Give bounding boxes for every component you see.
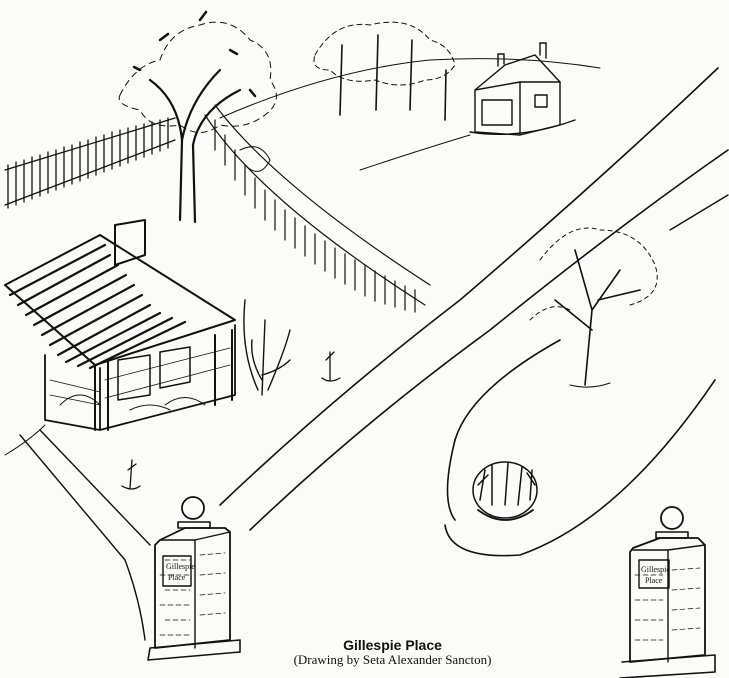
cottage-walls — [44, 324, 236, 431]
left-pillar-sign-line2: Place — [168, 573, 186, 582]
caption-credit: (Drawing by Seta Alexander Sancton) — [0, 652, 729, 668]
sapling-small — [321, 351, 341, 382]
road-left-edge — [219, 67, 719, 506]
tree-bare-right — [529, 227, 658, 388]
sapling-small-2 — [121, 459, 141, 490]
caption-title: Gillespie Place — [0, 637, 729, 653]
cottage-porch-columns — [94, 329, 233, 431]
cottage — [4, 219, 236, 431]
gate-pillar-left — [147, 496, 241, 661]
picket-fence-diagonal — [204, 104, 431, 313]
path-to-house — [19, 429, 151, 641]
yucca-plant — [243, 299, 291, 396]
driveway-inner — [446, 439, 456, 521]
right-pillar-sign-line2: Place — [645, 576, 663, 585]
caption-title-text: Gillespie Place — [343, 637, 442, 653]
background-trees — [313, 21, 456, 121]
driveway-loop — [444, 339, 716, 557]
flower-bed — [472, 461, 538, 521]
left-ground-edge — [4, 424, 46, 456]
cottage-roof — [4, 234, 236, 366]
picket-fence-left — [4, 117, 176, 209]
gate-pillar-right — [619, 506, 716, 678]
caption-credit-text: (Drawing by Seta Alexander Sancton) — [293, 652, 492, 667]
road-right-edge — [249, 149, 729, 531]
road-far-edge — [669, 194, 729, 231]
distant-house — [469, 42, 576, 136]
right-pillar-sign-line1: Gillespie — [641, 565, 670, 574]
left-pillar-sign-line1: Gillespie — [166, 562, 195, 571]
tree-large — [118, 10, 277, 224]
hillside-line — [219, 58, 601, 119]
field-curve — [359, 134, 471, 171]
